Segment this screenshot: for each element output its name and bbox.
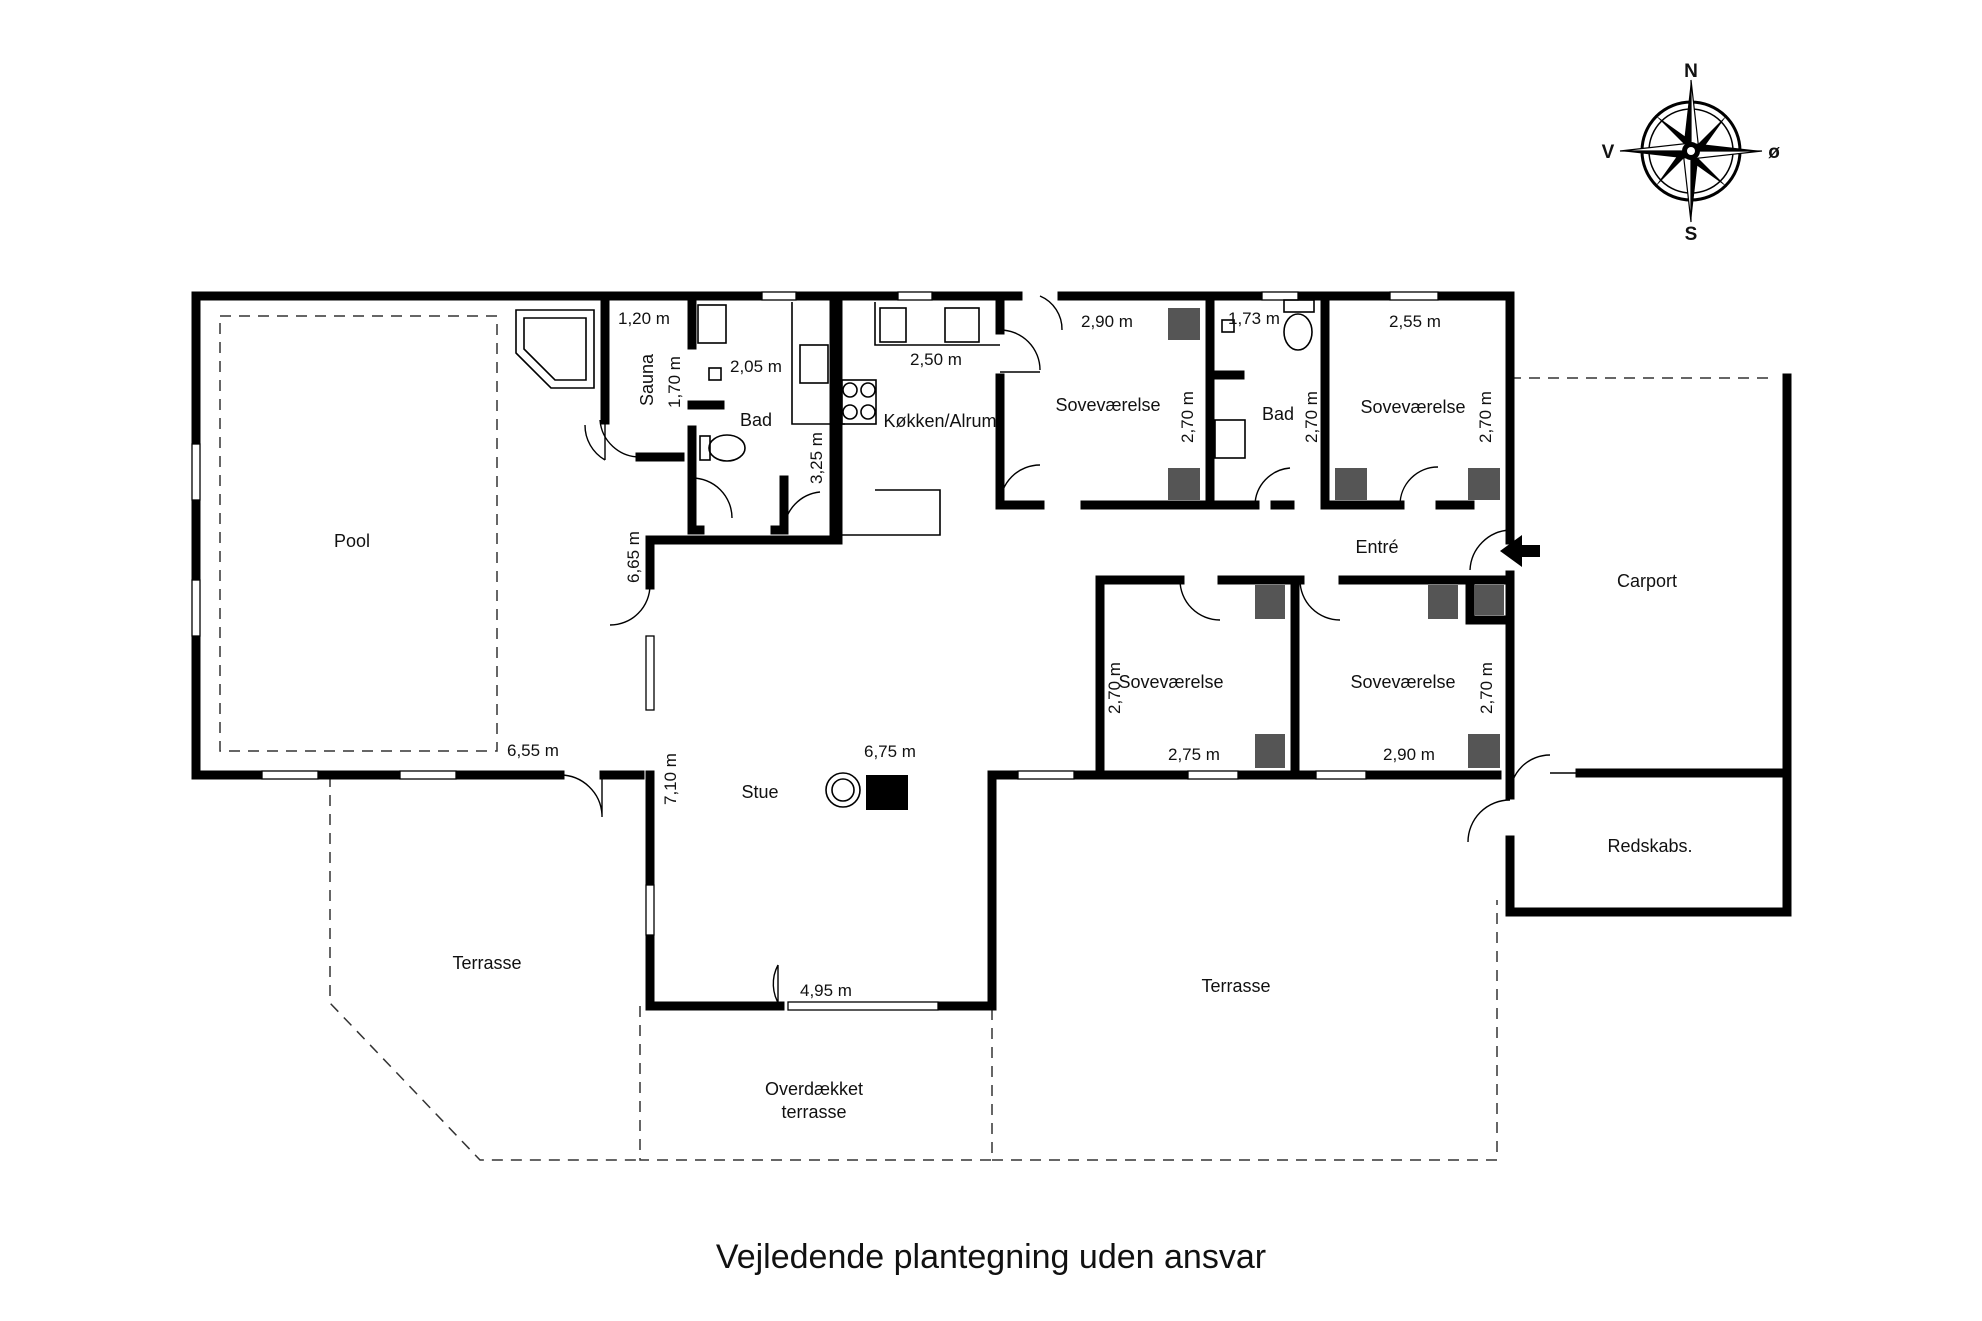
dim-bedroom4-width: 2,90 m <box>1383 745 1435 764</box>
label-carport: Carport <box>1617 571 1677 591</box>
compass-rose: N S V ø <box>1602 61 1781 245</box>
label-bad-1: Bad <box>740 410 772 430</box>
label-terrasse-west: Terrasse <box>452 953 521 973</box>
label-bad-2: Bad <box>1262 404 1294 424</box>
dimension-labels: 1,20 m 1,70 m 2,05 m 3,25 m 2,50 m 2,90 … <box>507 309 1496 1000</box>
plan-caption: Vejledende plantegning uden ansvar <box>715 1238 1267 1276</box>
label-stue: Stue <box>741 782 778 802</box>
dim-stue-width: 6,75 m <box>864 742 916 761</box>
dim-bad1-width: 2,05 m <box>730 357 782 376</box>
label-covered-terrace-2: terrasse <box>781 1102 846 1122</box>
fixtures <box>515 299 1540 810</box>
dim-kitchen-width: 2,50 m <box>910 350 962 369</box>
dim-bedroom3-width: 2,75 m <box>1168 745 1220 764</box>
dim-hall-depth: 6,65 m <box>624 531 643 583</box>
label-covered-terrace-1: Overdækket <box>765 1079 863 1099</box>
label-bedroom-3: Soveværelse <box>1118 672 1223 692</box>
dim-stue-south-width: 4,95 m <box>800 981 852 1000</box>
dim-bedroom4-depth: 2,70 m <box>1477 662 1496 714</box>
compass-west: V <box>1602 142 1615 163</box>
windows <box>191 291 1439 1011</box>
walls <box>191 291 1792 1011</box>
compass-north: N <box>1684 61 1698 82</box>
doors <box>559 295 1580 1007</box>
label-sauna: Sauna <box>637 353 657 406</box>
dim-sauna-width: 1,20 m <box>618 309 670 328</box>
dim-stue-depth: 7,10 m <box>661 753 680 805</box>
dim-bedroom2-depth: 2,70 m <box>1476 391 1495 443</box>
dim-bad1-depth: 3,25 m <box>807 432 826 484</box>
label-bedroom-1: Soveværelse <box>1055 395 1160 415</box>
label-bedroom-2: Soveværelse <box>1360 397 1465 417</box>
label-entre: Entré <box>1355 537 1398 557</box>
dim-bad2-depth: 2,70 m <box>1302 391 1321 443</box>
label-terrasse-east: Terrasse <box>1201 976 1270 996</box>
dim-bedroom1-depth: 2,70 m <box>1178 391 1197 443</box>
dim-sauna-depth: 1,70 m <box>665 356 684 408</box>
outdoor-outlines <box>219 315 1774 1161</box>
dim-bedroom3-depth: 2,70 m <box>1105 662 1124 714</box>
label-bedroom-4: Soveværelse <box>1350 672 1455 692</box>
label-kitchen: Køkken/Alrum <box>883 411 996 431</box>
compass-east: ø <box>1768 142 1780 163</box>
room-labels: Pool Sauna Bad Køkken/Alrum Soveværelse … <box>334 353 1693 1122</box>
label-pool: Pool <box>334 531 370 551</box>
compass-south: S <box>1685 224 1698 245</box>
dim-bad2-width: 1,73 m <box>1228 309 1280 328</box>
dim-bedroom1-width: 2,90 m <box>1081 312 1133 331</box>
label-redskabs: Redskabs. <box>1607 836 1692 856</box>
dim-bedroom2-width: 2,55 m <box>1389 312 1441 331</box>
dim-pool-width: 6,55 m <box>507 741 559 760</box>
